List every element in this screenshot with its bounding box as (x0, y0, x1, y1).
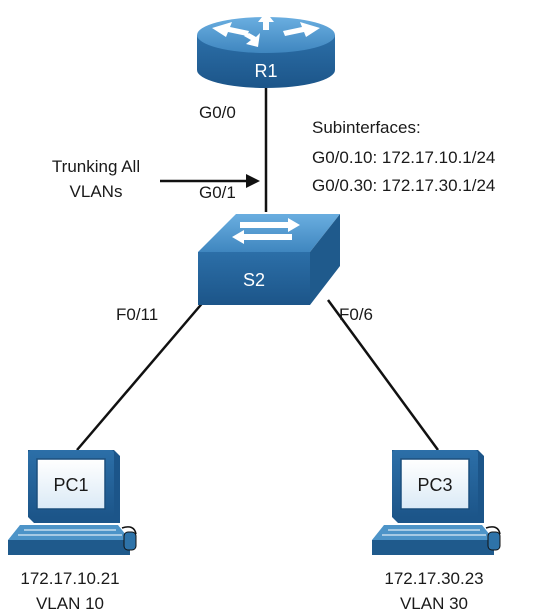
pc1-label: PC1 (53, 475, 88, 495)
switch-label: S2 (243, 270, 265, 290)
router-label: R1 (254, 61, 277, 81)
keyboard-icon (382, 529, 486, 536)
link-s2-pc3 (326, 299, 440, 451)
switch-port-right-label: F0/6 (339, 305, 373, 324)
router-arrows-icon (212, 12, 320, 47)
trunk-label-line-2: VLANs (70, 182, 123, 201)
router-interface-label: G0/0 (199, 103, 236, 122)
router-r1[interactable]: R1 (197, 12, 335, 88)
trunk-arrow (160, 174, 260, 188)
subinterfaces-heading: Subinterfaces: (312, 118, 421, 137)
switch-s2[interactable]: S2 (198, 214, 340, 305)
pc1-ip-label: 172.17.10.21 (20, 569, 119, 588)
pc3-vlan-label: VLAN 30 (400, 594, 468, 613)
switch-port-left-label: F0/11 (116, 305, 158, 324)
trunk-label-line-1: Trunking All (52, 157, 140, 176)
pc3[interactable]: PC3 (372, 450, 501, 555)
pc3-label: PC3 (417, 475, 452, 495)
subinterface-line-1: G0/0.10: 172.17.10.1/24 (312, 148, 495, 167)
link-s2-pc1 (76, 299, 206, 451)
keyboard-icon (18, 529, 122, 536)
switch-arrows-icon (232, 218, 300, 244)
switch-uplink-label: G0/1 (199, 183, 236, 202)
pc3-ip-label: 172.17.30.23 (384, 569, 483, 588)
pc1[interactable]: PC1 (8, 450, 137, 555)
mouse-icon (487, 531, 501, 551)
mouse-icon (123, 531, 137, 551)
subinterface-line-2: G0/0.30: 172.17.30.1/24 (312, 176, 495, 195)
pc1-vlan-label: VLAN 10 (36, 594, 104, 613)
